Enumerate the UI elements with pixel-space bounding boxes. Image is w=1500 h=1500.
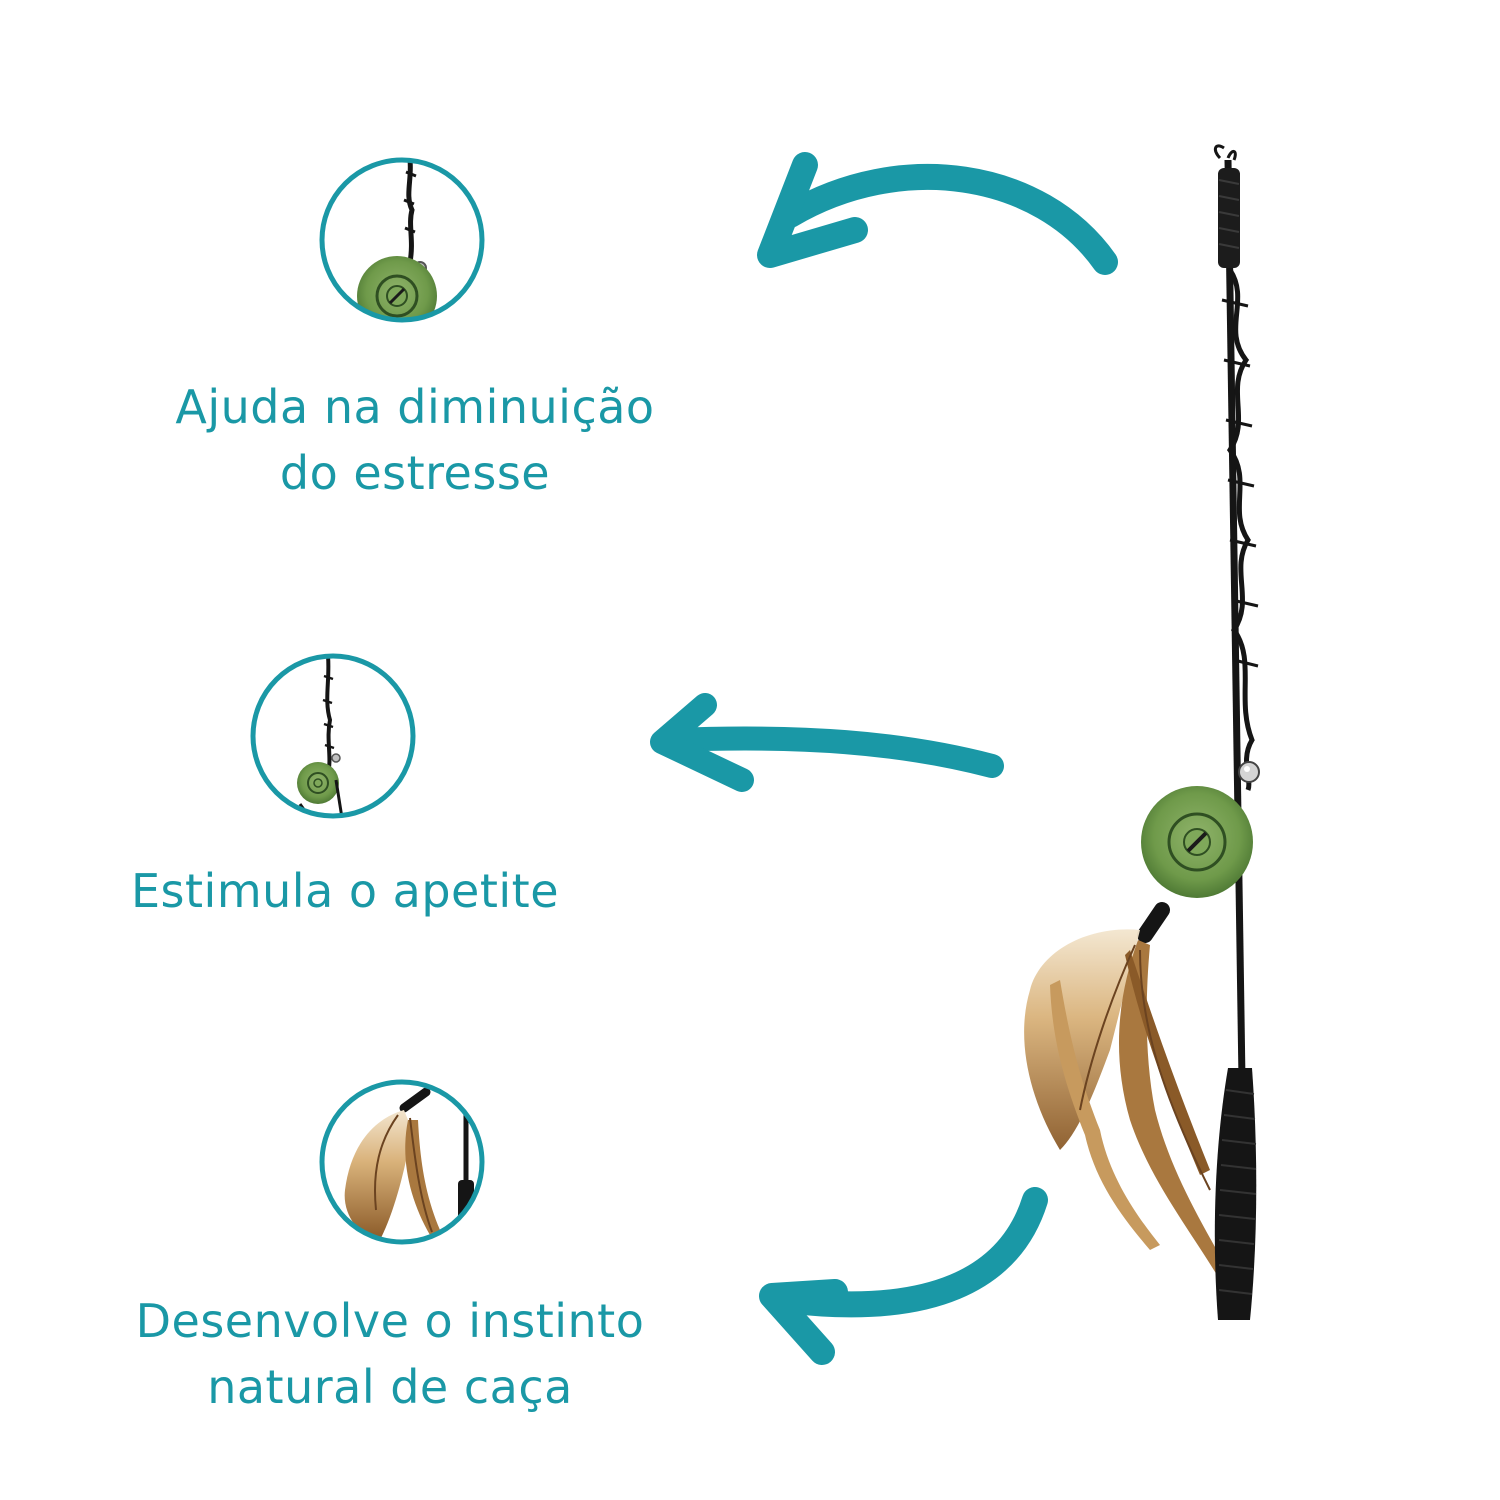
- arrow-middle-icon: [650, 693, 1004, 792]
- feather-closeup-icon: [319, 1079, 485, 1245]
- catnip-ball-full-icon: [250, 653, 416, 819]
- benefit-stress-caption: Ajuda na diminuição do estresse: [150, 374, 680, 506]
- benefit-appetite-line-1: Estimula o apetite: [130, 864, 559, 918]
- arrow-top-icon: [757, 152, 1118, 275]
- cat-teaser-wand-image: [1024, 144, 1260, 1320]
- benefit-hunting-line-1: Desenvolve o instinto: [135, 1294, 645, 1348]
- benefit-hunting-caption: Desenvolve o instinto natural de caça: [110, 1288, 670, 1420]
- benefit-stress-line-2: do estresse: [279, 446, 551, 500]
- arrow-bottom-icon: [759, 1187, 1048, 1365]
- benefit-hunting-line-2: natural de caça: [207, 1360, 573, 1414]
- benefit-stress-line-1: Ajuda na diminuição: [175, 380, 655, 434]
- catnip-ball-closeup-icon: [319, 157, 485, 323]
- benefit-appetite-caption: Estimula o apetite: [110, 858, 580, 924]
